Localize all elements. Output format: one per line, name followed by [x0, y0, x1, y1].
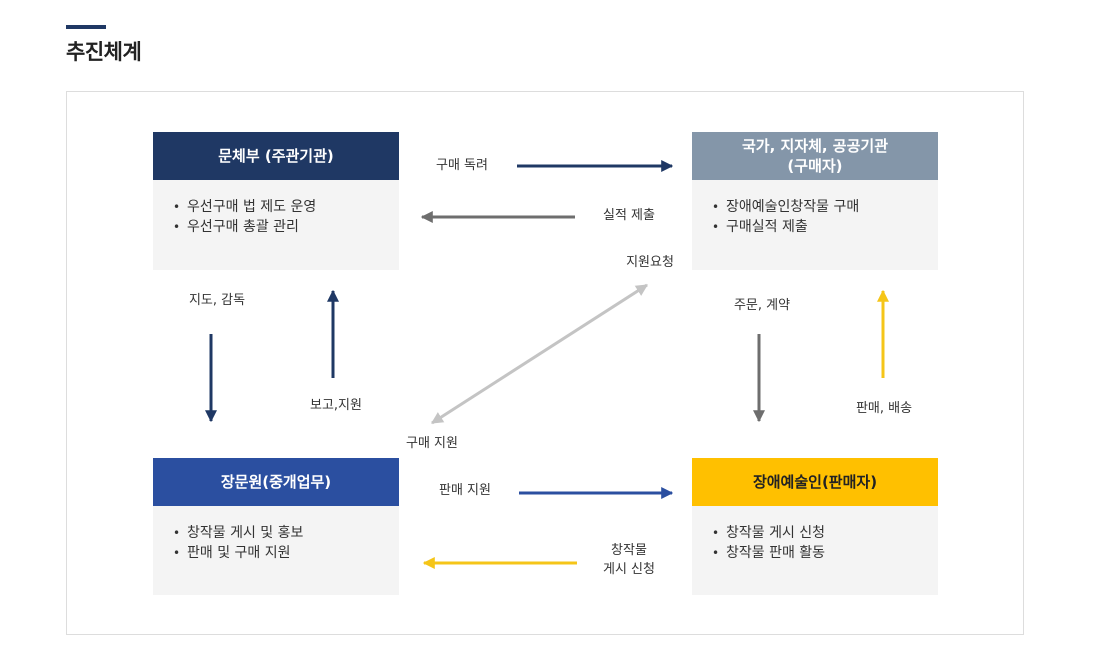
- box-agency-title: 장문원(중개업무): [153, 458, 399, 506]
- label-purchase-support: 구매 지원: [406, 436, 458, 451]
- box-buyer: 국가, 지자체, 공공기관 (구매자) 장애예술인창작물 구매 구매실적 제출: [692, 132, 938, 270]
- label-work-post-request: 창작물 게시 신청: [603, 543, 655, 577]
- box-ministry-body: 우선구매 법 제도 운영 우선구매 총괄 관리: [153, 180, 399, 237]
- box-buyer-body: 장애예술인창작물 구매 구매실적 제출: [692, 180, 938, 237]
- list-item: 창작물 게시 신청: [712, 523, 918, 543]
- box-seller-body: 창작물 게시 신청 창작물 판매 활동: [692, 506, 938, 563]
- label-sale-delivery: 판매, 배송: [855, 401, 913, 416]
- diagram-frame: [66, 91, 1024, 635]
- label-guide-supervise: 지도, 감독: [188, 293, 246, 308]
- box-ministry: 문체부 (주관기관) 우선구매 법 제도 운영 우선구매 총괄 관리: [153, 132, 399, 270]
- list-item: 판매 및 구매 지원: [173, 543, 379, 563]
- title-accent-bar: [66, 25, 106, 29]
- box-agency-body: 창작물 게시 및 홍보 판매 및 구매 지원: [153, 506, 399, 563]
- box-seller: 장애예술인(판매자) 창작물 게시 신청 창작물 판매 활동: [692, 458, 938, 595]
- box-agency: 장문원(중개업무) 창작물 게시 및 홍보 판매 및 구매 지원: [153, 458, 399, 595]
- label-report-support: 보고,지원: [310, 398, 362, 413]
- list-item: 창작물 판매 활동: [712, 543, 918, 563]
- label-support-request: 지원요청: [626, 255, 674, 270]
- list-item: 우선구매 총괄 관리: [173, 217, 379, 237]
- box-ministry-title: 문체부 (주관기관): [153, 132, 399, 180]
- list-item: 우선구매 법 제도 운영: [173, 197, 379, 217]
- box-buyer-title: 국가, 지자체, 공공기관 (구매자): [692, 132, 938, 180]
- page-title: 추진체계: [66, 40, 142, 64]
- label-purchase-encourage: 구매 독려: [436, 158, 488, 173]
- arrow-support-diagonal: [430, 283, 649, 425]
- list-item: 창작물 게시 및 홍보: [173, 523, 379, 543]
- box-seller-title: 장애예술인(판매자): [692, 458, 938, 506]
- list-item: 장애예술인창작물 구매: [712, 197, 918, 217]
- label-sale-support: 판매 지원: [439, 483, 491, 498]
- label-performance-submit: 실적 제출: [603, 208, 655, 223]
- label-order-contract: 주문, 계약: [733, 298, 791, 313]
- list-item: 구매실적 제출: [712, 217, 918, 237]
